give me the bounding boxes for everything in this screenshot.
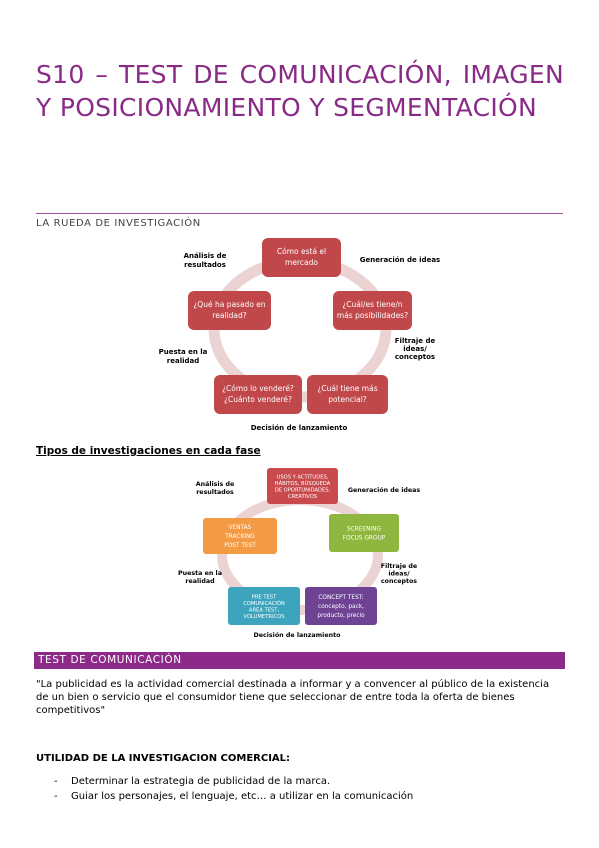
wheel-box-label: ¿Cómo lo venderé? bbox=[222, 384, 294, 393]
wheel-box-label: más posibilidades? bbox=[337, 311, 408, 320]
title-divider bbox=[36, 213, 563, 214]
phase-label-puesta: realidad bbox=[185, 578, 214, 585]
phase-label-decision: Decisión de lanzamiento bbox=[254, 631, 342, 639]
section-heading-test: TEST DE COMUNICACIÓN bbox=[38, 654, 182, 666]
research-type-label: USOS Y ACTITUDES, bbox=[277, 474, 329, 480]
phase-label-puesta: Puesta en la bbox=[159, 348, 208, 356]
phase-label-filtraje: Filtraje de bbox=[395, 337, 436, 345]
research-type-label: VENTAS bbox=[229, 525, 252, 531]
phase-label-filtraje: Filtraje de bbox=[381, 563, 417, 570]
wheel-box-label: realidad? bbox=[212, 311, 246, 320]
wheel-box bbox=[307, 375, 388, 414]
wheel-box bbox=[188, 291, 271, 330]
research-type-box bbox=[329, 514, 399, 552]
wheel-box-label: mercado bbox=[285, 258, 318, 267]
wheel-box-label: Cómo está el bbox=[277, 247, 326, 256]
research-type-box bbox=[267, 468, 338, 504]
bullet-dash: - bbox=[54, 776, 58, 787]
research-type-label: SCREENING bbox=[347, 527, 381, 533]
research-type-label: CREATIVOS bbox=[288, 494, 317, 500]
wheel-box-label: ¿Cuál tiene más bbox=[317, 384, 377, 393]
page-title: S10 – TEST DE COMUNICACIÓN, IMAGEN Y POS… bbox=[36, 60, 564, 122]
research-type-label: producto, precio bbox=[317, 613, 365, 619]
phase-label-analisis: Análisis de bbox=[196, 480, 235, 488]
research-type-label: COMUNICACIÓN bbox=[243, 600, 285, 607]
phase-label-decision: Decisión de lanzamiento bbox=[251, 424, 348, 432]
utility-list: - Determinar la estrategia de publicidad … bbox=[36, 774, 413, 804]
wheel-box bbox=[214, 375, 302, 414]
wheel-box bbox=[333, 291, 412, 330]
wheel-box-label: ¿Cuál/es tiene/n bbox=[342, 300, 403, 309]
utility-heading: UTILIDAD DE LA INVESTIGACION COMERCIAL: bbox=[36, 753, 291, 764]
phase-label-puesta: Puesta en la bbox=[178, 570, 222, 577]
list-item: - Guiar los personajes, el lenguaje, etc…… bbox=[36, 789, 413, 804]
research-type-box bbox=[203, 518, 277, 554]
research-type-box bbox=[228, 587, 300, 625]
research-type-label: HÁBITOS, BÚSQUEDA bbox=[275, 480, 331, 487]
research-type-label: CONCEPT TEST: bbox=[318, 595, 363, 601]
phase-label-filtraje: conceptos bbox=[381, 578, 417, 585]
research-type-label: TRACKING bbox=[224, 534, 255, 540]
research-type-label: VOLUMETRICOS bbox=[243, 614, 284, 620]
research-type-label: AREA TEST, bbox=[249, 607, 280, 613]
section-bar-test-comunicacion: TEST DE COMUNICACIÓN bbox=[34, 652, 565, 669]
phase-label-filtraje: ideas/ bbox=[388, 571, 410, 578]
list-item: - Determinar la estrategia de publicidad … bbox=[36, 774, 413, 789]
phase-label-filtraje: conceptos bbox=[395, 353, 435, 361]
research-wheel: Cómo está el mercado ¿Cuál/es tiene/n más p… bbox=[159, 238, 440, 432]
phase-label-generacion: Generación de ideas bbox=[348, 486, 421, 494]
research-type-label: concepto, pack, bbox=[318, 604, 364, 610]
research-type-label: FOCUS GROUP bbox=[343, 536, 386, 542]
wheel-box-label: ¿Cuánto venderé? bbox=[224, 395, 292, 404]
phase-label-analisis: Análisis de bbox=[184, 252, 227, 260]
wheel-box-label: ¿Qué ha pasado en bbox=[193, 300, 266, 309]
phase-label-analisis: resultados bbox=[196, 489, 234, 496]
phase-label-filtraje: ideas/ bbox=[403, 345, 427, 353]
research-types-subheading: Tipos de investigaciones en cada fase bbox=[36, 445, 261, 457]
list-item-text: Guiar los personajes, el lenguaje, etc… … bbox=[71, 791, 414, 802]
research-type-label: POST TEST bbox=[224, 543, 256, 549]
phase-label-puesta: realidad bbox=[167, 357, 199, 365]
research-type-box bbox=[305, 587, 377, 625]
research-type-label: PRE TEST bbox=[252, 594, 277, 600]
bullet-dash: - bbox=[54, 791, 58, 802]
research-type-label: DE OPORTUNIDADES, bbox=[275, 487, 331, 493]
phase-label-generacion: Generación de ideas bbox=[360, 256, 440, 264]
list-item-text: Determinar la estrategia de publicidad d… bbox=[71, 776, 331, 787]
section-heading-rueda: LA RUEDA DE INVESTIGACIÓN bbox=[36, 218, 201, 229]
wheel-box bbox=[262, 238, 341, 277]
advertising-definition-quote: "La publicidad es la actividad comercial… bbox=[36, 679, 550, 716]
wheel-box-label: potencial? bbox=[328, 395, 367, 404]
phase-label-analisis: resultados bbox=[184, 261, 226, 269]
